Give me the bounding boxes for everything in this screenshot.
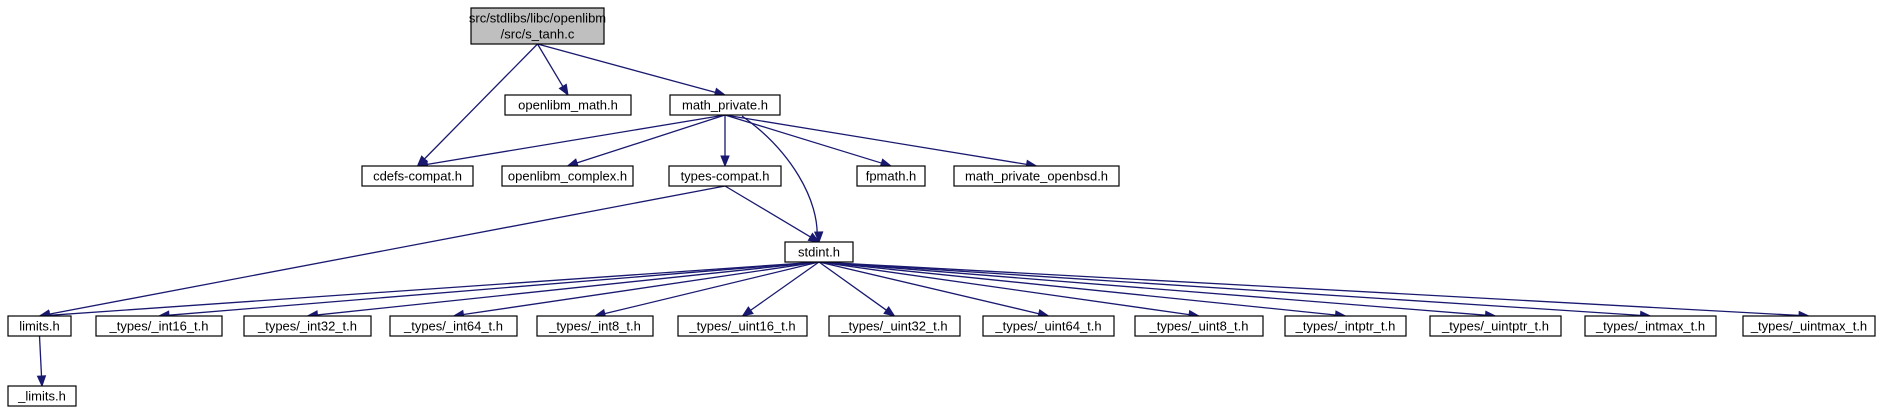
- node-box: [677, 315, 808, 337]
- node-label: openlibm_math.h: [518, 98, 618, 113]
- node-label: stdint.h: [798, 245, 840, 260]
- node-label: _limits.h: [17, 389, 66, 404]
- node-box: [243, 315, 372, 337]
- node-box: [1134, 315, 1264, 337]
- node-uintptr[interactable]: _types/_uintptr_t.h: [1429, 315, 1562, 337]
- node-cdefs_compat[interactable]: cdefs-compat.h: [361, 165, 474, 187]
- node-int16[interactable]: _types/_int16_t.h: [95, 315, 223, 337]
- node-int32[interactable]: _types/_int32_t.h: [243, 315, 372, 337]
- node-label: math_private.h: [682, 98, 768, 113]
- node-box: [982, 315, 1115, 337]
- node-label: types-compat.h: [681, 169, 770, 184]
- node-uintmax[interactable]: _types/_uintmax_t.h: [1742, 315, 1876, 337]
- arrowhead-icon: [36, 375, 47, 388]
- node-box: [470, 7, 605, 45]
- node-box: [668, 165, 782, 187]
- node-openlibm_complex[interactable]: openlibm_complex.h: [501, 165, 634, 187]
- node-box: [7, 315, 72, 337]
- edge-stdint-to-uint8: [818, 261, 1201, 320]
- edge-s_tanh-to-openlibm_math: [536, 43, 569, 97]
- node-math_private[interactable]: math_private.h: [669, 94, 781, 116]
- node-box: [1429, 315, 1562, 337]
- arrowhead-icon: [741, 306, 754, 317]
- node-uint32[interactable]: _types/_uint32_t.h: [828, 315, 961, 337]
- node-label: _types/_uintptr_t.h: [1441, 319, 1549, 334]
- arrowhead-icon: [558, 83, 569, 97]
- node-openlibm_math[interactable]: openlibm_math.h: [504, 94, 632, 116]
- node-box: [1284, 315, 1407, 337]
- node-box: [95, 315, 223, 337]
- node-box: [1742, 315, 1876, 337]
- node-box: [536, 315, 654, 337]
- node-label: _types/_uint64_t.h: [994, 319, 1101, 334]
- node-label: _types/_int16_t.h: [108, 319, 208, 334]
- node-box: [501, 165, 634, 187]
- edge-stdint-to-intmax: [818, 261, 1652, 321]
- edge-limits-to-_limits: [36, 335, 47, 388]
- arrowhead-icon: [807, 232, 821, 243]
- edge-stdint-to-int64: [452, 261, 820, 320]
- edge-math_private-to-openlibm_complex: [566, 114, 726, 168]
- node-box: [669, 94, 781, 116]
- node-label: _types/_intmax_t.h: [1595, 319, 1705, 334]
- node-stdint[interactable]: stdint.h: [784, 241, 854, 263]
- nodes-layer: src/stdlibs/libc/openlibm/src/s_tanh.cop…: [7, 7, 1876, 407]
- node-box: [7, 385, 77, 407]
- node-box: [856, 165, 926, 187]
- edge-math_private-to-fpmath: [724, 114, 893, 168]
- node-fpmath[interactable]: fpmath.h: [856, 165, 926, 187]
- node-label: _types/_intptr_t.h: [1295, 319, 1396, 334]
- node-s_tanh[interactable]: src/stdlibs/libc/openlibm/src/s_tanh.c: [469, 7, 606, 45]
- node-label: /src/s_tanh.c: [501, 27, 575, 42]
- node-label: openlibm_complex.h: [508, 169, 627, 184]
- node-uint64[interactable]: _types/_uint64_t.h: [982, 315, 1115, 337]
- node-int8[interactable]: _types/_int8_t.h: [536, 315, 654, 337]
- node-label: limits.h: [19, 319, 59, 334]
- node-uint16[interactable]: _types/_uint16_t.h: [677, 315, 808, 337]
- node-box: [504, 94, 632, 116]
- edge-math_private-to-stdint: [741, 115, 824, 244]
- arrowhead-icon: [720, 155, 730, 168]
- node-intmax[interactable]: _types/_intmax_t.h: [1584, 315, 1717, 337]
- edge-types_compat-to-stdint: [724, 185, 821, 243]
- edge-math_private-to-cdefs_compat: [416, 114, 726, 169]
- node-label: _types/_int32_t.h: [257, 319, 357, 334]
- edge-stdint-to-int32: [306, 261, 820, 320]
- node-label: _types/_uint32_t.h: [840, 319, 947, 334]
- node-int64[interactable]: _types/_int64_t.h: [389, 315, 518, 337]
- node-label: _types/_uint8_t.h: [1148, 319, 1248, 334]
- node-_limits[interactable]: _limits.h: [7, 385, 77, 407]
- node-label: _types/_uint16_t.h: [688, 319, 795, 334]
- edges-layer: [36, 43, 1811, 388]
- arrowhead-icon: [883, 306, 896, 317]
- edge-math_private-to-types_compat: [720, 115, 730, 168]
- node-label: _types/_int8_t.h: [548, 319, 641, 334]
- node-math_private_openbsd[interactable]: math_private_openbsd.h: [953, 165, 1120, 187]
- node-box: [953, 165, 1120, 187]
- edge-stdint-to-uint16: [741, 261, 820, 317]
- edge-stdint-to-uint32: [818, 261, 896, 317]
- node-label: src/stdlibs/libc/openlibm: [469, 11, 606, 26]
- node-uint8[interactable]: _types/_uint8_t.h: [1134, 315, 1264, 337]
- arrowhead-icon: [813, 231, 824, 244]
- node-types_compat[interactable]: types-compat.h: [668, 165, 782, 187]
- edge-stdint-to-uintmax: [818, 261, 1811, 321]
- node-box: [1584, 315, 1717, 337]
- node-intptr[interactable]: _types/_intptr_t.h: [1284, 315, 1407, 337]
- node-label: _types/_uintmax_t.h: [1750, 319, 1867, 334]
- node-box: [389, 315, 518, 337]
- node-label: fpmath.h: [866, 169, 917, 184]
- node-box: [828, 315, 961, 337]
- node-label: math_private_openbsd.h: [965, 169, 1108, 184]
- node-label: _types/_int64_t.h: [403, 319, 503, 334]
- node-label: cdefs-compat.h: [373, 169, 462, 184]
- node-box: [784, 241, 854, 263]
- node-box: [361, 165, 474, 187]
- node-limits[interactable]: limits.h: [7, 315, 72, 337]
